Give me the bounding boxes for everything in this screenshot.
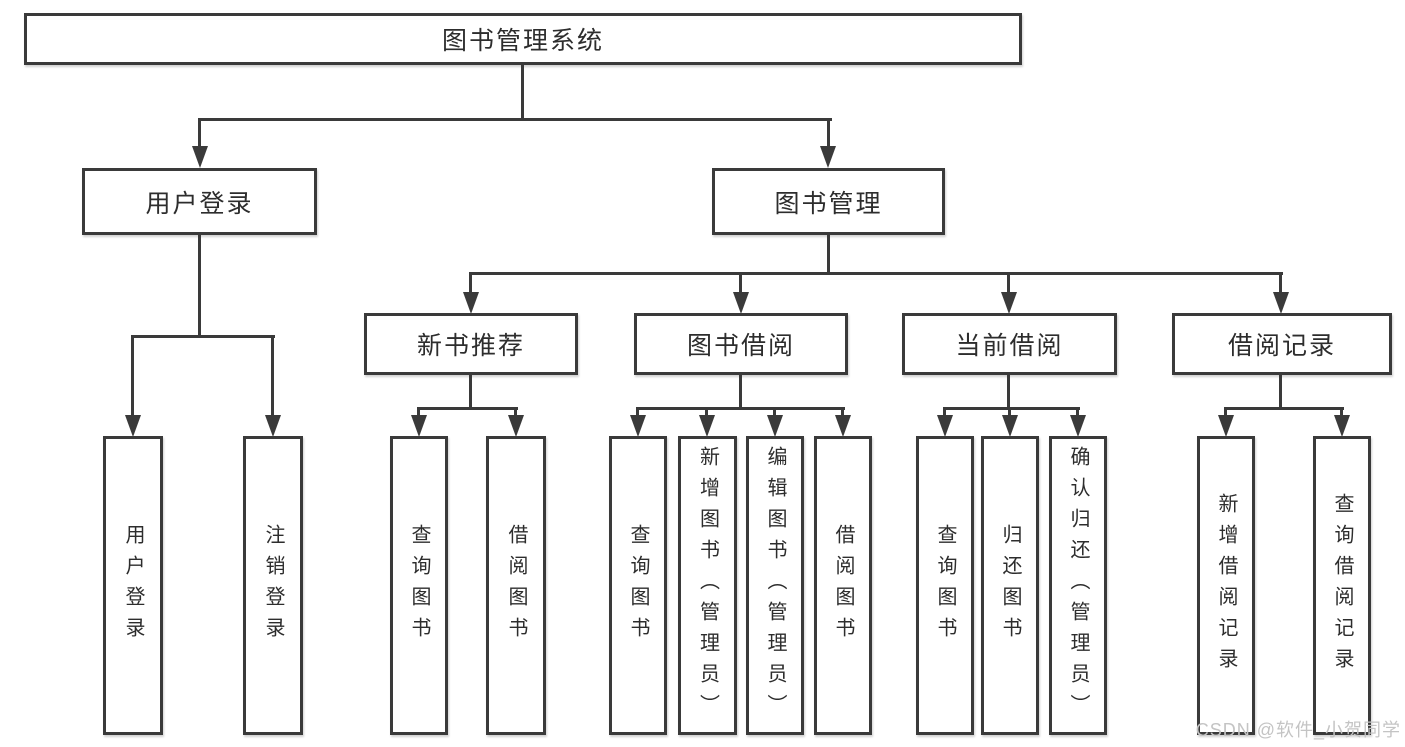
arrowhead-down-icon — [1273, 292, 1289, 314]
connector-line — [636, 407, 845, 410]
connector-line — [469, 272, 1283, 275]
node-confirm-return-admin: 确认归还（管理员） — [1049, 436, 1107, 735]
connector-line — [1340, 407, 1343, 420]
arrowhead-down-icon — [1001, 292, 1017, 314]
watermark: CSDN @软件_小贺同学 — [1195, 720, 1401, 740]
connector-line — [271, 335, 274, 418]
connector-line — [636, 407, 639, 420]
arrowhead-down-icon — [699, 415, 715, 437]
connector-line — [705, 407, 708, 420]
connector-line — [1008, 407, 1011, 420]
node-search-books-borrowing: 查询图书 — [609, 436, 667, 735]
connector-line — [1007, 375, 1010, 407]
node-return-books: 归还图书 — [981, 436, 1039, 735]
node-logout: 注销登录 — [243, 436, 303, 735]
node-add-borrow-record: 新增借阅记录 — [1197, 436, 1255, 735]
connector-line — [514, 407, 517, 420]
connector-line — [841, 407, 844, 420]
arrowhead-down-icon — [411, 415, 427, 437]
connector-line — [469, 375, 472, 407]
connector-line — [1279, 272, 1282, 295]
arrowhead-down-icon — [1002, 415, 1018, 437]
connector-line — [827, 235, 830, 272]
connector-line — [943, 407, 946, 420]
node-book-borrowing: 图书借阅 — [634, 313, 848, 375]
connector-line — [1076, 407, 1079, 420]
connector-line — [198, 235, 201, 335]
connector-line — [1279, 375, 1282, 407]
node-search-books-current: 查询图书 — [916, 436, 974, 735]
connector-line — [417, 407, 420, 420]
connector-line — [1224, 407, 1227, 420]
arrowhead-down-icon — [820, 146, 836, 168]
arrowhead-down-icon — [463, 292, 479, 314]
node-user-login-op: 用户登录 — [103, 436, 163, 735]
connector-line — [469, 272, 472, 295]
connector-line — [198, 118, 832, 121]
arrowhead-down-icon — [1334, 415, 1350, 437]
node-search-books-recommend: 查询图书 — [390, 436, 448, 735]
arrowhead-down-icon — [767, 415, 783, 437]
connector-line — [1007, 272, 1010, 295]
connector-line — [417, 407, 518, 410]
connector-line — [943, 407, 1080, 410]
connector-line — [739, 272, 742, 295]
arrowhead-down-icon — [125, 415, 141, 437]
arrowhead-down-icon — [1070, 415, 1086, 437]
node-add-books-admin: 新增图书（管理员） — [678, 436, 737, 735]
connector-line — [521, 65, 524, 118]
connector-line — [1224, 407, 1344, 410]
node-user-login: 用户登录 — [82, 168, 317, 235]
arrowhead-down-icon — [835, 415, 851, 437]
node-book-management: 图书管理 — [712, 168, 945, 235]
connector-line — [773, 407, 776, 420]
arrowhead-down-icon — [265, 415, 281, 437]
arrowhead-down-icon — [192, 146, 208, 168]
node-borrowing-records: 借阅记录 — [1172, 313, 1392, 375]
connector-line — [131, 335, 134, 418]
node-new-book-recommendation: 新书推荐 — [364, 313, 578, 375]
arrowhead-down-icon — [508, 415, 524, 437]
arrowhead-down-icon — [630, 415, 646, 437]
arrowhead-down-icon — [1218, 415, 1234, 437]
node-current-borrowing: 当前借阅 — [902, 313, 1117, 375]
connector-line — [198, 118, 201, 150]
arrowhead-down-icon — [937, 415, 953, 437]
node-edit-books-admin: 编辑图书（管理员） — [746, 436, 804, 735]
connector-line — [131, 335, 275, 338]
node-library-system: 图书管理系统 — [24, 13, 1022, 65]
connector-line — [827, 118, 830, 150]
node-search-borrow-record: 查询借阅记录 — [1313, 436, 1371, 735]
arrowhead-down-icon — [733, 292, 749, 314]
connector-line — [739, 375, 742, 407]
node-borrow-books-recommend: 借阅图书 — [486, 436, 546, 735]
node-borrow-books-borrowing: 借阅图书 — [814, 436, 872, 735]
